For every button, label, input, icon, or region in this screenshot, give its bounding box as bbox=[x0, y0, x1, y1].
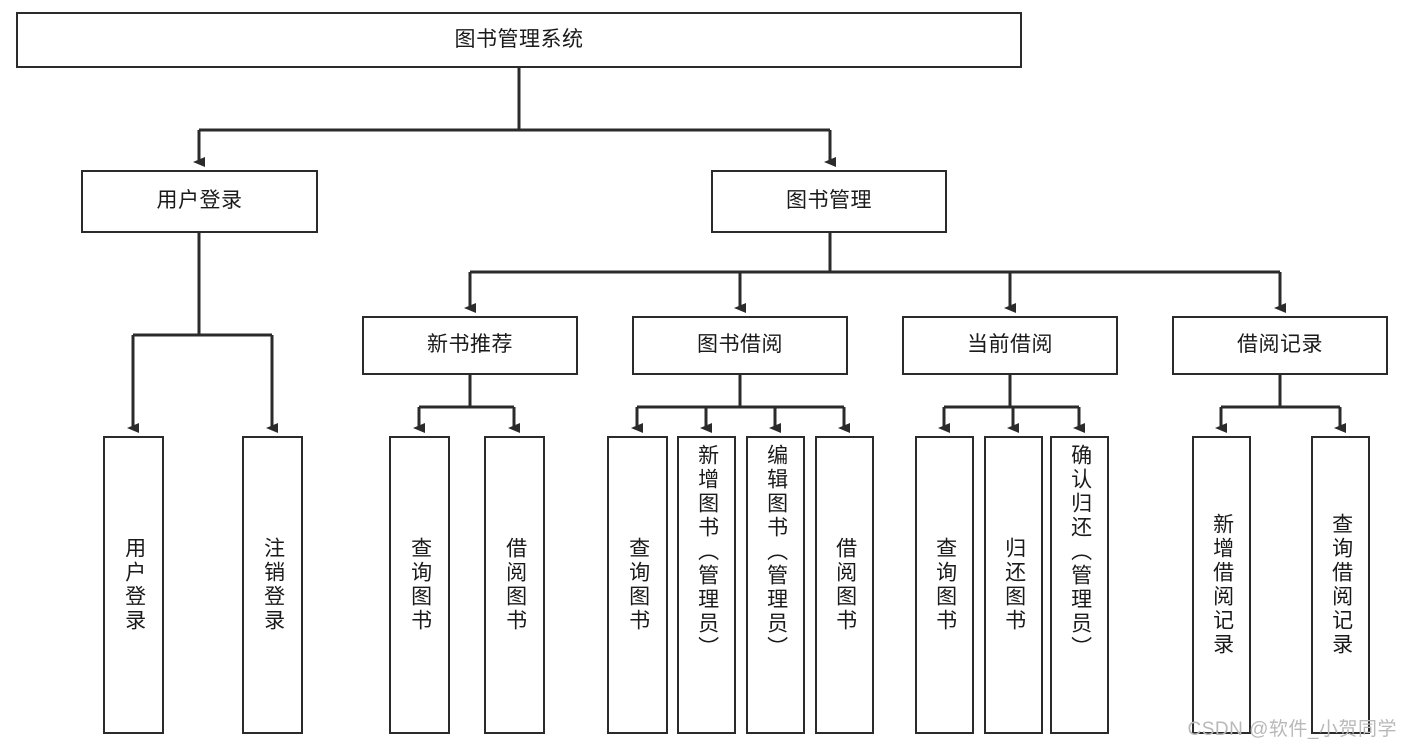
leaf-user-login[interactable]: 用户登录 bbox=[103, 436, 164, 734]
leaf-query-book-borrow-label: 查询图书 bbox=[626, 537, 650, 633]
node-book-management-label: 图书管理 bbox=[786, 189, 872, 213]
leaf-logout[interactable]: 注销登录 bbox=[242, 436, 303, 734]
leaf-add-borrow-record[interactable]: 新增借阅记录 bbox=[1192, 436, 1251, 734]
node-book-management[interactable]: 图书管理 bbox=[711, 170, 947, 233]
node-current-borrow-label: 当前借阅 bbox=[967, 333, 1053, 357]
node-new-book-recommend[interactable]: 新书推荐 bbox=[362, 316, 578, 375]
leaf-logout-label: 注销登录 bbox=[261, 537, 285, 633]
leaf-borrow-book-newbook-label: 借阅图书 bbox=[503, 537, 527, 633]
leaf-return-book[interactable]: 归还图书 bbox=[984, 436, 1043, 734]
leaf-add-book-admin-label: 新增图书（管理员） bbox=[695, 444, 719, 660]
node-user-login-label: 用户登录 bbox=[156, 189, 243, 213]
leaf-query-book-borrow[interactable]: 查询图书 bbox=[607, 436, 668, 734]
leaf-lend-book[interactable]: 借阅图书 bbox=[815, 436, 874, 734]
leaf-query-book-newbook-label: 查询图书 bbox=[408, 537, 432, 633]
leaf-edit-book-admin-label: 编辑图书（管理员） bbox=[764, 444, 788, 660]
node-borrow-record-label: 借阅记录 bbox=[1237, 333, 1323, 357]
leaf-add-borrow-record-label: 新增借阅记录 bbox=[1210, 513, 1234, 657]
leaf-add-book-admin[interactable]: 新增图书（管理员） bbox=[677, 436, 736, 734]
node-user-login[interactable]: 用户登录 bbox=[81, 170, 318, 233]
leaf-borrow-book-newbook[interactable]: 借阅图书 bbox=[484, 436, 545, 734]
node-current-borrow[interactable]: 当前借阅 bbox=[902, 316, 1118, 375]
node-root[interactable]: 图书管理系统 bbox=[16, 12, 1022, 68]
leaf-user-login-label: 用户登录 bbox=[122, 537, 146, 633]
node-root-label: 图书管理系统 bbox=[454, 27, 584, 51]
node-borrow-record[interactable]: 借阅记录 bbox=[1172, 316, 1388, 375]
leaf-edit-book-admin[interactable]: 编辑图书（管理员） bbox=[746, 436, 805, 734]
leaf-query-book-newbook[interactable]: 查询图书 bbox=[389, 436, 450, 734]
leaf-query-borrow-record[interactable]: 查询借阅记录 bbox=[1311, 436, 1370, 734]
leaf-confirm-return-admin-label: 确认归还（管理员） bbox=[1068, 444, 1092, 660]
node-book-borrow-label: 图书借阅 bbox=[697, 333, 783, 357]
leaf-query-book-current[interactable]: 查询图书 bbox=[915, 436, 974, 734]
leaf-query-borrow-record-label: 查询借阅记录 bbox=[1329, 513, 1353, 657]
node-book-borrow[interactable]: 图书借阅 bbox=[632, 316, 848, 375]
node-new-book-recommend-label: 新书推荐 bbox=[427, 333, 513, 357]
leaf-confirm-return-admin[interactable]: 确认归还（管理员） bbox=[1050, 436, 1109, 734]
leaf-query-book-current-label: 查询图书 bbox=[933, 537, 957, 633]
leaf-lend-book-label: 借阅图书 bbox=[833, 537, 857, 633]
leaf-return-book-label: 归还图书 bbox=[1002, 537, 1026, 633]
